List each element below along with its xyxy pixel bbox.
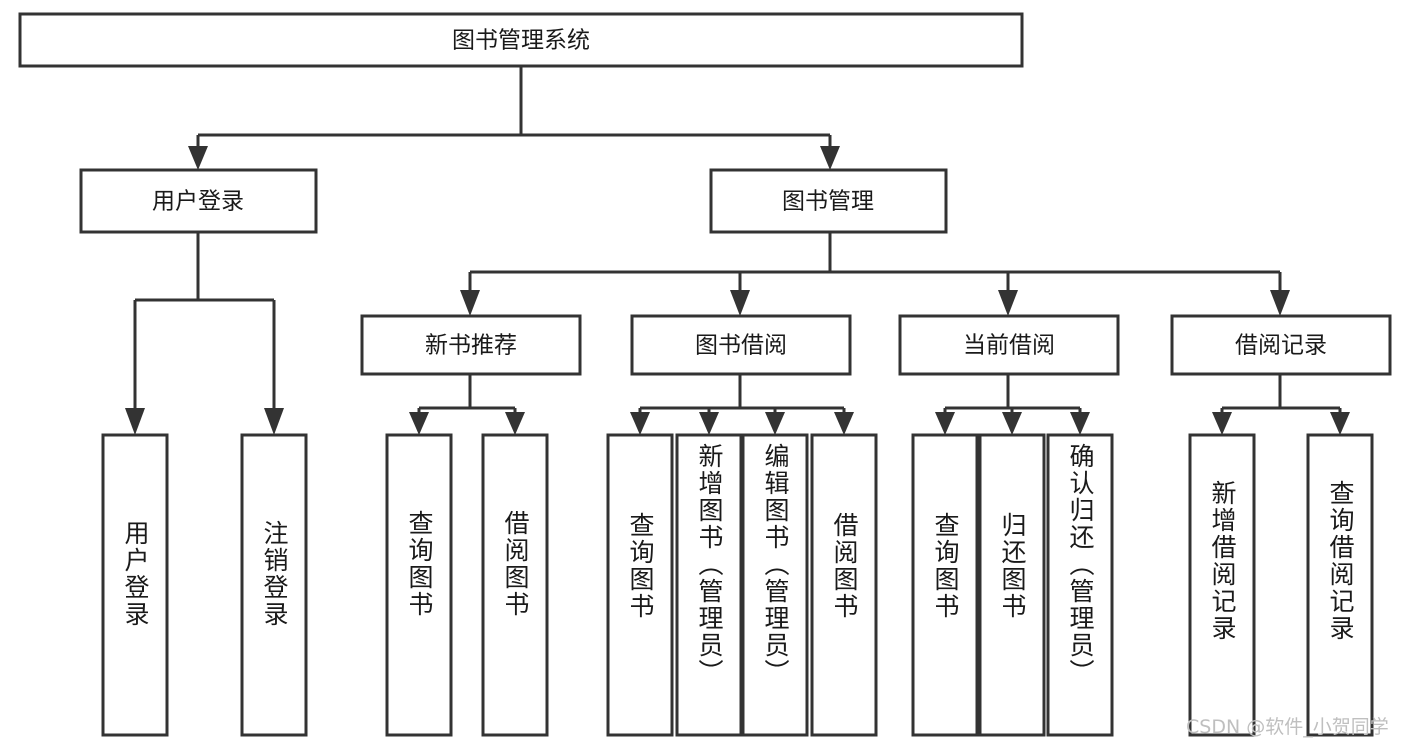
arrow-head-leaf-query-book-recommend	[409, 412, 429, 435]
leaf-borrow-book-recommend-box[interactable]	[481, 433, 549, 737]
node-root[interactable]: 图书管理系统	[18, 12, 1024, 68]
node-book-borrow[interactable]: 图书借阅	[630, 314, 852, 376]
arrow-head-leaf-query-book-borrow	[630, 412, 650, 435]
arrow-head-leaf-query-book-current	[935, 412, 955, 435]
arrow-head-leaf-return-book	[1002, 412, 1022, 435]
leaf-add-borrow-record-box[interactable]	[1188, 433, 1256, 737]
arrow-head-new-book-recommend	[460, 290, 480, 316]
leaf-borrow-book-box[interactable]	[810, 433, 878, 737]
leaf-user-login-box[interactable]	[101, 433, 169, 737]
node-book-borrow-box[interactable]	[630, 314, 852, 376]
node-new-book-recommend[interactable]: 新书推荐	[360, 314, 582, 376]
leaf-user-logout-box[interactable]	[240, 433, 308, 737]
arrow-head-leaf-borrow-book	[834, 412, 854, 435]
arrow-head-book-manage	[820, 146, 840, 170]
node-user-login-label: 用户登录	[152, 189, 244, 215]
connectors-group	[125, 66, 1350, 435]
arrow-head-book-borrow	[730, 290, 750, 316]
arrow-head-leaf-borrow-book-recommend	[505, 412, 525, 435]
arrow-head-leaf-query-borrow-record	[1330, 412, 1350, 435]
node-book-borrow-label: 图书借阅	[695, 333, 787, 359]
node-book-manage-box[interactable]	[709, 168, 948, 234]
node-borrow-record[interactable]: 借阅记录	[1170, 314, 1392, 376]
node-user-login[interactable]: 用户登录	[79, 168, 318, 234]
leaf-return-book-box[interactable]	[978, 433, 1046, 737]
csdn-watermark: CSDN @软件_小贺同学	[1186, 716, 1389, 738]
arrow-head-leaf-user-logout	[264, 408, 284, 435]
arrow-head-current-borrow	[998, 290, 1018, 316]
node-borrow-record-box[interactable]	[1170, 314, 1392, 376]
node-new-book-recommend-box[interactable]	[360, 314, 582, 376]
leaf-query-book-borrow-box[interactable]	[606, 433, 674, 737]
leaf-boxes-group	[101, 433, 1374, 737]
node-book-manage-label: 图书管理	[782, 189, 874, 215]
leaf-query-book-current-box[interactable]	[911, 433, 979, 737]
node-root-label: 图书管理系统	[452, 28, 590, 54]
leaf-add-book-box[interactable]	[675, 433, 743, 737]
arrow-head-user-login	[188, 146, 208, 170]
node-book-manage[interactable]: 图书管理	[709, 168, 948, 234]
arrow-head-borrow-record	[1270, 290, 1290, 316]
node-new-book-recommend-label: 新书推荐	[425, 333, 517, 359]
node-borrow-record-label: 借阅记录	[1235, 333, 1327, 359]
node-current-borrow-label: 当前借阅	[963, 333, 1055, 359]
leaf-confirm-return-box[interactable]	[1046, 433, 1114, 737]
arrow-head-leaf-add-book	[699, 412, 719, 435]
arrow-head-leaf-user-login	[125, 408, 145, 435]
leaf-query-borrow-record-box[interactable]	[1306, 433, 1374, 737]
node-current-borrow-box[interactable]	[898, 314, 1120, 376]
leaf-query-book-recommend-box[interactable]	[385, 433, 453, 737]
arrow-head-leaf-confirm-return	[1070, 412, 1090, 435]
arrow-head-leaf-edit-book	[765, 412, 785, 435]
leaf-edit-book-box[interactable]	[741, 433, 809, 737]
arrow-head-leaf-add-borrow-record	[1212, 412, 1232, 435]
node-root-box[interactable]	[18, 12, 1024, 68]
node-current-borrow[interactable]: 当前借阅	[898, 314, 1120, 376]
node-user-login-box[interactable]	[79, 168, 318, 234]
